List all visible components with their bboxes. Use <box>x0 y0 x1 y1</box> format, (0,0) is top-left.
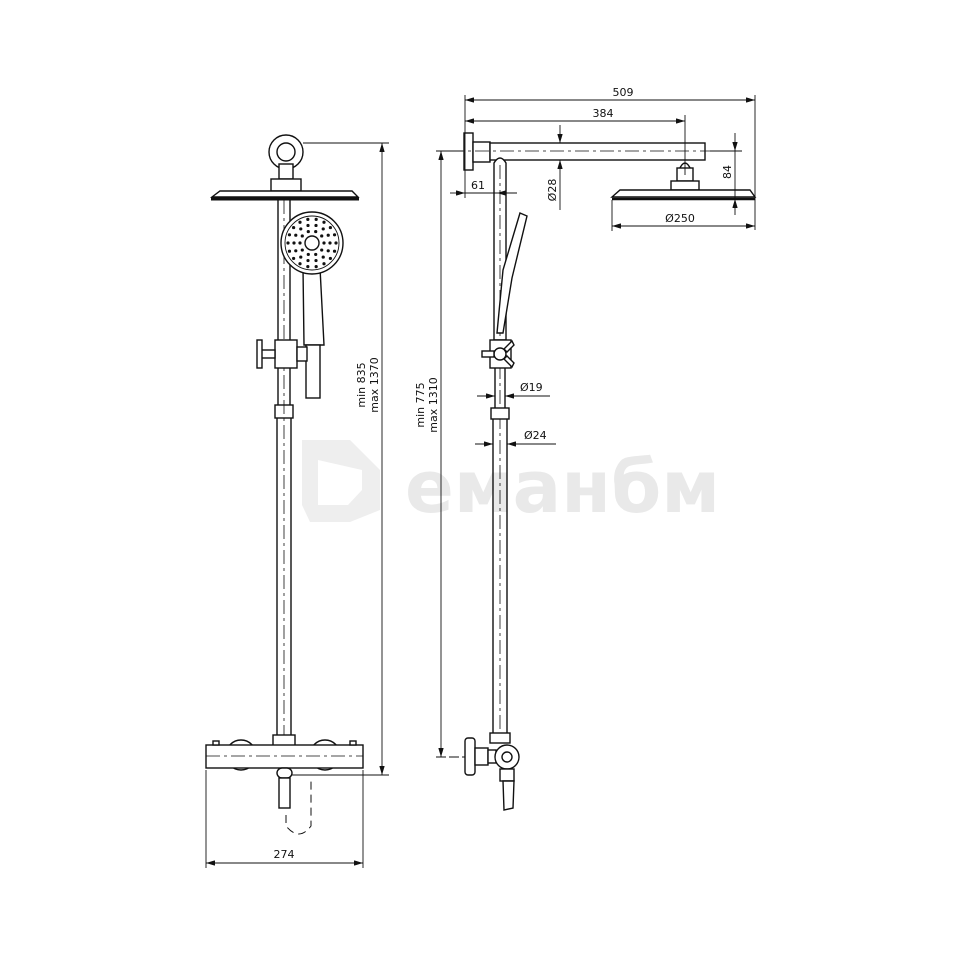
dimension-384: 384 <box>465 107 686 175</box>
spray-nozzle <box>306 223 310 228</box>
spray-nozzle <box>298 262 302 266</box>
spray-nozzle <box>322 220 326 224</box>
dimension-label-61: 61 <box>471 179 485 192</box>
spray-nozzle <box>306 252 310 257</box>
dimension-width: 274 <box>205 770 364 868</box>
spray-nozzle <box>328 225 332 230</box>
dimension-label-diameter-19: Ø19 <box>520 381 543 394</box>
spray-nozzle <box>299 255 303 259</box>
spray-nozzle <box>334 241 338 245</box>
spray-nozzle <box>314 265 318 269</box>
spray-nozzle <box>326 249 330 253</box>
spray-nozzle <box>298 220 302 224</box>
rail <box>272 200 296 747</box>
dimension-label-min-height: min 835 <box>355 362 368 407</box>
spray-nozzle <box>300 234 304 238</box>
dimension-61: 61 <box>450 179 517 196</box>
shower-arm <box>489 142 706 161</box>
dimension-diameter-19: Ø19 <box>477 381 550 399</box>
dimension-label-84: 84 <box>721 165 734 179</box>
front-view: 274 min 835 max 1370 <box>205 134 389 868</box>
spray-nozzle <box>314 217 318 221</box>
dimension-label-max-height-side: max 1310 <box>427 377 440 432</box>
spray-nozzle <box>287 249 292 253</box>
spray-nozzle <box>298 241 302 245</box>
dimension-label-width: 274 <box>274 848 295 861</box>
spray-nozzle <box>328 256 332 261</box>
spray-nozzle <box>292 225 296 230</box>
dimension-height: min 835 max 1370 <box>292 142 389 776</box>
spray-nozzle <box>332 233 337 237</box>
hand-shower <box>280 211 344 399</box>
spray-nozzle <box>321 255 325 259</box>
dimension-diameter-250: Ø250 <box>611 200 755 231</box>
slider-bracket-side <box>481 339 515 369</box>
dimension-label-509: 509 <box>613 86 634 99</box>
spray-nozzle <box>306 258 310 263</box>
dimension-label-diameter-24: Ø24 <box>524 429 547 442</box>
spray-nozzle <box>292 241 296 245</box>
dimension-509: 509 <box>464 86 756 230</box>
dimension-diameter-24: Ø24 <box>475 429 556 447</box>
watermark-text: еманбм <box>405 445 720 529</box>
spray-nozzle <box>300 248 304 252</box>
spray-nozzle <box>332 249 337 253</box>
dimension-label-diameter-28: Ø28 <box>546 179 559 202</box>
spray-nozzle <box>306 217 310 221</box>
spray-nozzle <box>314 223 318 228</box>
rail-side <box>489 157 511 744</box>
dimension-height-side: min 775 max 1310 <box>414 150 465 758</box>
rain-shower-head-side <box>610 189 757 198</box>
dimension-diameter-28: Ø28 <box>546 125 563 210</box>
spray-nozzle <box>321 227 325 231</box>
slider-bracket <box>256 339 308 369</box>
dimension-label-min-height-side: min 775 <box>414 382 427 427</box>
spray-nozzle <box>299 227 303 231</box>
spray-nozzle <box>322 262 326 266</box>
diverter-valve-side <box>464 737 520 811</box>
spray-nozzle <box>320 248 324 252</box>
dimension-84: 84 <box>710 133 742 215</box>
spray-nozzle <box>314 258 318 263</box>
dimension-label-max-height: max 1370 <box>368 357 381 412</box>
spray-nozzle <box>306 265 310 269</box>
spray-nozzle <box>314 229 318 234</box>
spray-nozzle <box>328 241 332 245</box>
spray-nozzle <box>287 233 292 237</box>
spray-nozzle <box>294 249 298 253</box>
spray-nozzle <box>320 234 324 238</box>
dimension-label-384: 384 <box>593 107 614 120</box>
spray-nozzle <box>322 241 326 245</box>
spray-nozzle <box>314 252 318 257</box>
dimension-label-diameter-250: Ø250 <box>665 212 695 225</box>
thermostatic-mixer <box>205 739 364 835</box>
spray-nozzle <box>306 229 310 234</box>
watermark-logo: еманбм <box>302 440 720 529</box>
spray-nozzle <box>292 256 296 261</box>
spray-nozzle <box>294 233 298 237</box>
hand-shower-side <box>496 212 528 334</box>
spray-nozzle <box>326 233 330 237</box>
spray-nozzle <box>286 241 290 245</box>
rain-shower-head <box>209 190 360 198</box>
side-view: 509 384 61 Ø28 84 Ø250 <box>414 86 757 811</box>
